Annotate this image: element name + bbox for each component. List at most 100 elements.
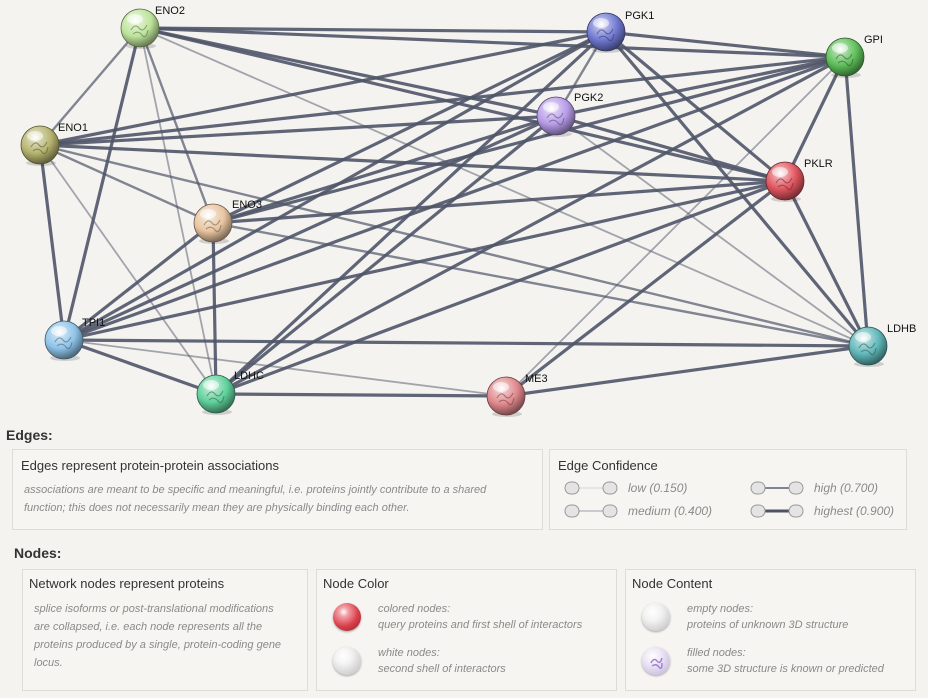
edge-gpi-ldhb[interactable] xyxy=(843,56,870,347)
edge-pgk2-tpi1[interactable] xyxy=(63,114,557,342)
filled-nodes-desc: some 3D structure is known or predicted xyxy=(687,663,884,675)
node-highlight xyxy=(200,209,216,219)
node-label: GPI xyxy=(864,34,883,46)
edge-gpi-ldhc[interactable] xyxy=(215,55,846,396)
edge-eno2-eno1[interactable] xyxy=(39,27,141,146)
protein-structure-icon xyxy=(835,53,854,67)
edge-pklr-ldhb[interactable] xyxy=(783,180,870,347)
empty-nodes-title: empty nodes: xyxy=(687,603,754,615)
confidence-medium-icon xyxy=(564,504,618,518)
edge-confidence-box: Edge Confidence low (0.150) medium (0.40… xyxy=(549,449,907,530)
edges-association-desc-2: function; this does not necessarily mean… xyxy=(24,502,410,514)
node-me3[interactable]: ME3 xyxy=(486,373,548,417)
colored-nodes-title: colored nodes: xyxy=(378,603,451,615)
node-highlight xyxy=(127,14,143,24)
edge-eno1-eno3[interactable] xyxy=(39,143,214,225)
node-eno2[interactable]: ENO2 xyxy=(120,5,185,49)
edge-eno3-ldhc[interactable] xyxy=(211,222,218,395)
edge-eno1-ldhb[interactable] xyxy=(39,143,869,348)
edge-eno3-ldhb[interactable] xyxy=(212,221,869,348)
white-nodes-desc: second shell of interactors xyxy=(378,663,506,675)
edge-me3-ldhb[interactable] xyxy=(505,344,869,398)
node-label: ENO2 xyxy=(155,5,185,17)
edge-eno1-pklr[interactable] xyxy=(39,143,786,183)
node-pklr[interactable]: PKLR xyxy=(765,158,833,202)
node-sphere[interactable] xyxy=(193,203,233,243)
node-sphere[interactable] xyxy=(848,326,888,366)
node-ldhb[interactable]: LDHB xyxy=(848,323,916,367)
confidence-low-item: low (0.150) xyxy=(564,480,687,496)
edge-eno2-pgk1[interactable] xyxy=(139,26,607,34)
edge-eno1-pgk2[interactable] xyxy=(39,114,557,147)
node-label: PKLR xyxy=(804,158,833,170)
edge-pklr-tpi1[interactable] xyxy=(63,179,786,342)
protein-structure-icon xyxy=(596,28,615,42)
node-tpi1[interactable]: TPI1 xyxy=(44,317,105,361)
node-sphere[interactable] xyxy=(765,161,805,201)
confidence-low-label: low (0.150) xyxy=(628,481,688,495)
protein-structure-icon xyxy=(858,342,877,356)
edge-pgk2-ldhb[interactable] xyxy=(555,115,869,347)
edge-eno3-tpi1[interactable] xyxy=(63,221,214,342)
edges-association-title: Edges represent protein-protein associat… xyxy=(21,458,279,473)
nodes-represent-line-1: splice isoforms or post-translational mo… xyxy=(34,603,274,615)
edge-pgk2-eno3[interactable] xyxy=(212,114,557,225)
nodes-represent-title: Network nodes represent proteins xyxy=(29,576,225,591)
node-sphere[interactable] xyxy=(536,96,576,136)
edge-eno2-ldhc[interactable] xyxy=(139,27,217,395)
edge-pklr-eno3[interactable] xyxy=(212,179,786,225)
edge-pklr-me3[interactable] xyxy=(505,179,786,398)
node-content-box: Node Content empty nodes: proteins of un… xyxy=(625,569,916,691)
edge-ldhc-me3[interactable] xyxy=(215,392,507,398)
node-label: ME3 xyxy=(525,373,548,385)
edge-eno2-eno3[interactable] xyxy=(138,27,215,224)
protein-structure-icon xyxy=(775,177,794,191)
edge-eno2-tpi1[interactable] xyxy=(62,27,142,341)
empty-nodes-desc: proteins of unknown 3D structure xyxy=(687,619,849,631)
edge-eno2-gpi[interactable] xyxy=(139,26,846,59)
edge-pgk1-pklr[interactable] xyxy=(604,30,787,183)
edge-tpi1-me3[interactable] xyxy=(63,339,507,397)
node-content-title: Node Content xyxy=(632,576,713,591)
node-highlight xyxy=(51,326,67,336)
colored-node-icon xyxy=(333,603,361,631)
node-label: TPI1 xyxy=(82,317,105,329)
node-gpi[interactable]: GPI xyxy=(825,34,883,78)
edge-gpi-pgk2[interactable] xyxy=(555,55,846,118)
edge-pklr-ldhc[interactable] xyxy=(215,179,786,396)
edge-gpi-me3[interactable] xyxy=(505,56,846,397)
edge-pgk1-eno3[interactable] xyxy=(212,30,607,225)
edge-gpi-eno1[interactable] xyxy=(39,55,846,147)
edge-gpi-pklr[interactable] xyxy=(783,56,847,182)
node-sphere[interactable] xyxy=(486,376,526,416)
node-sphere[interactable] xyxy=(120,8,160,48)
node-sphere[interactable] xyxy=(196,374,236,414)
edge-pgk1-ldhb[interactable] xyxy=(604,30,870,348)
node-sphere[interactable] xyxy=(825,37,865,77)
node-sphere[interactable] xyxy=(44,320,84,360)
node-eno3[interactable]: ENO3 xyxy=(193,199,262,244)
white-node-icon xyxy=(333,647,361,675)
node-pgk1[interactable]: PGK1 xyxy=(586,10,654,53)
node-sphere[interactable] xyxy=(586,12,626,52)
edge-tpi1-ldhb[interactable] xyxy=(63,338,869,348)
edge-eno2-pklr[interactable] xyxy=(139,26,786,183)
node-color-title: Node Color xyxy=(323,576,389,591)
node-ldhc[interactable]: LDHC xyxy=(196,370,264,415)
node-label: LDHB xyxy=(887,323,916,335)
edge-eno2-ldhb[interactable] xyxy=(139,27,869,347)
colored-nodes-desc: query proteins and first shell of intera… xyxy=(378,619,583,631)
edge-eno1-ldhc[interactable] xyxy=(39,144,217,395)
edge-pgk1-eno1[interactable] xyxy=(39,30,607,147)
node-color-box: Node Color colored nodes: query proteins… xyxy=(316,569,617,691)
protein-structure-icon xyxy=(546,112,565,126)
white-nodes-title: white nodes: xyxy=(378,647,440,659)
edge-pgk2-pklr[interactable] xyxy=(555,114,786,183)
node-pgk2[interactable]: PGK2 xyxy=(536,92,603,137)
edge-tpi1-ldhc[interactable] xyxy=(63,338,217,396)
edge-pgk1-gpi[interactable] xyxy=(605,30,846,59)
node-eno1[interactable]: ENO1 xyxy=(20,122,88,166)
node-sphere[interactable] xyxy=(20,125,60,165)
edge-eno1-tpi1[interactable] xyxy=(38,144,66,341)
